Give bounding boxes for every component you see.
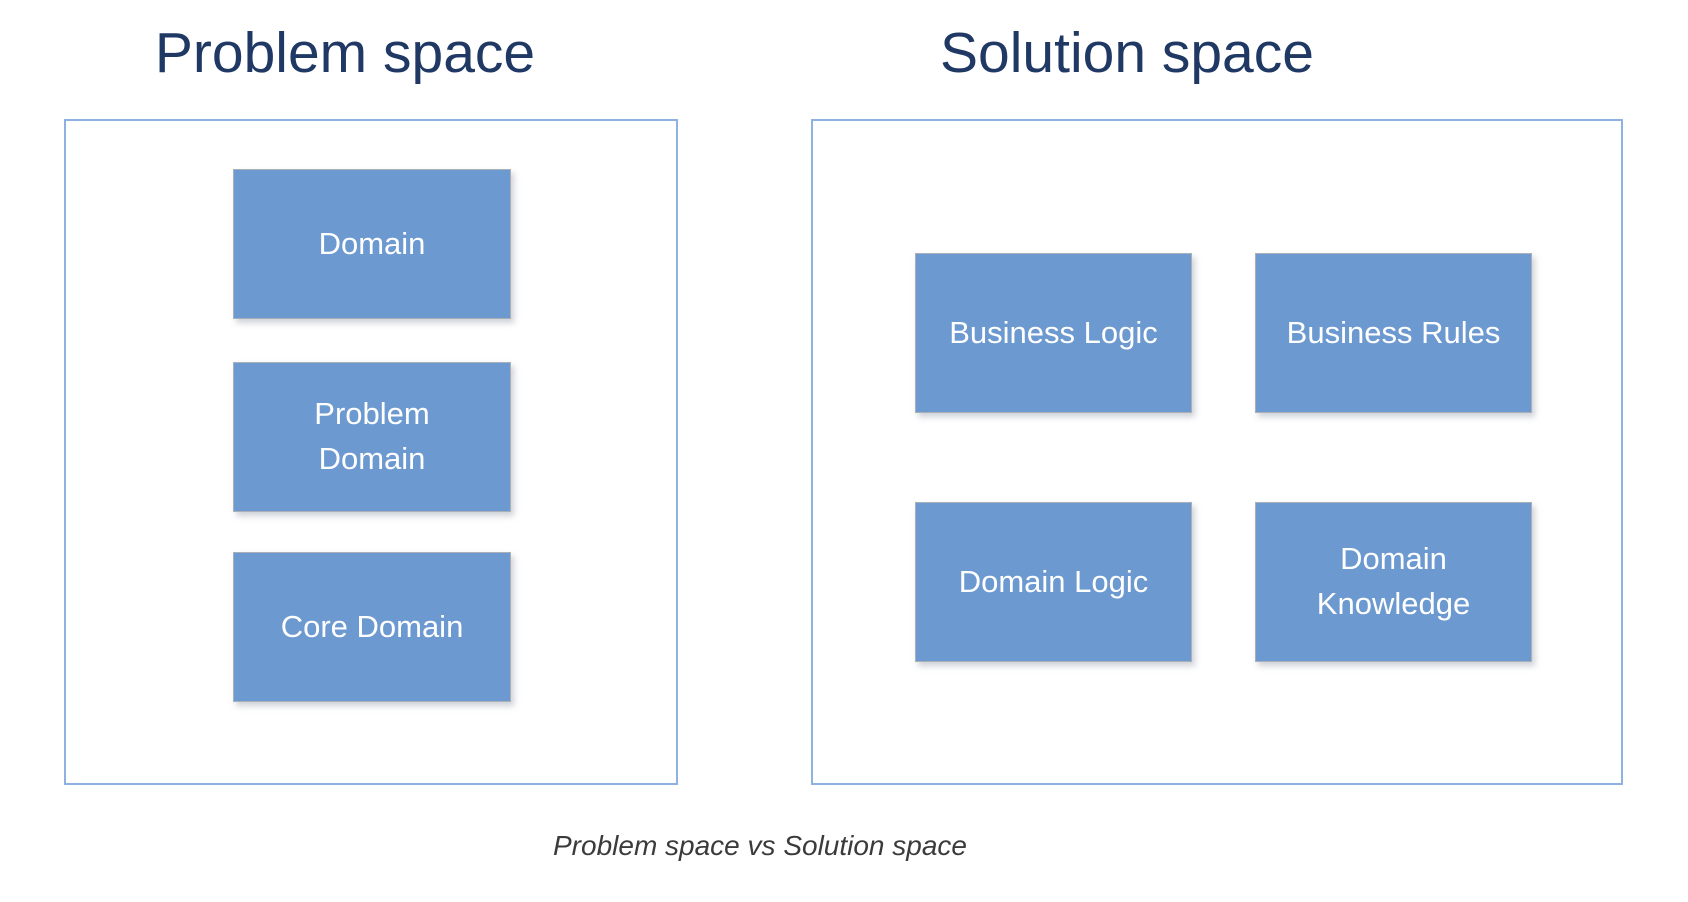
solution-space-title: Solution space bbox=[940, 21, 1314, 85]
box-domain-logic: Domain Logic bbox=[915, 502, 1192, 662]
box-problem-domain-label: Problem Domain bbox=[314, 396, 430, 476]
box-domain-knowledge: Domain Knowledge bbox=[1255, 502, 1532, 662]
box-problem-domain: Problem Domain bbox=[233, 362, 511, 512]
solution-space-container: Business Logic Business Rules Domain Log… bbox=[811, 119, 1623, 785]
problem-space-container: Domain Problem Domain Core Domain bbox=[64, 119, 678, 785]
box-domain: Domain bbox=[233, 169, 511, 319]
box-domain-logic-label: Domain Logic bbox=[958, 563, 1149, 599]
box-core-domain: Core Domain bbox=[233, 552, 511, 702]
problem-space-title: Problem space bbox=[154, 21, 536, 85]
box-core-domain-label: Core Domain bbox=[280, 608, 464, 644]
box-domain-knowledge-label: Domain Knowledge bbox=[1316, 541, 1471, 621]
box-domain-label: Domain bbox=[318, 225, 426, 261]
diagram-caption: Problem space vs Solution space bbox=[553, 830, 967, 861]
box-business-logic: Business Logic bbox=[915, 253, 1192, 413]
box-business-logic-label: Business Logic bbox=[949, 314, 1158, 350]
box-business-rules-label: Business Rules bbox=[1286, 314, 1501, 350]
box-business-rules: Business Rules bbox=[1255, 253, 1532, 413]
